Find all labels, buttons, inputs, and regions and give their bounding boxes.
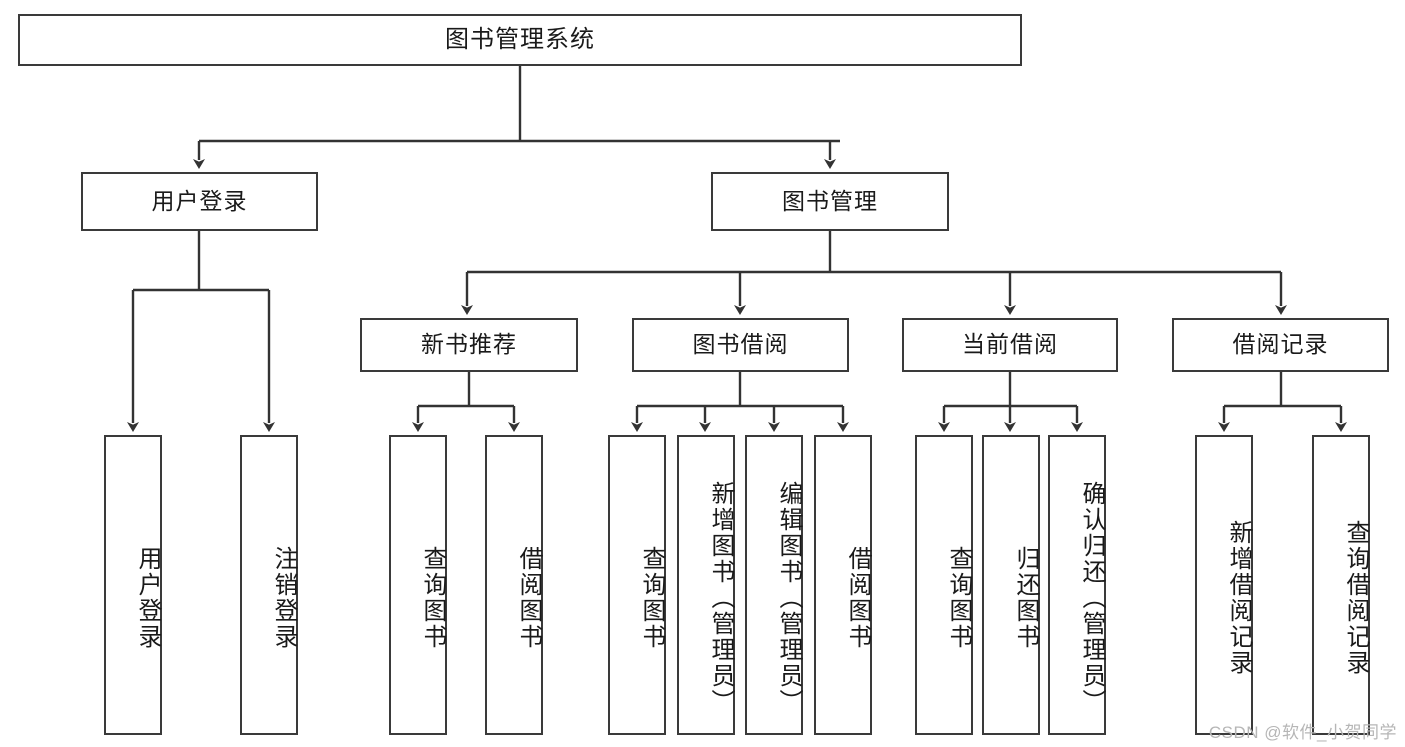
leaf-borrow-books-new[interactable]: 借阅图书 <box>485 435 543 735</box>
leaf-add-borrow-record[interactable]: 新增借阅记录 <box>1195 435 1253 735</box>
node-label: 查询图书 <box>945 546 972 650</box>
node-label: 确认归还（管理员） <box>1078 481 1105 715</box>
node-book-management-system[interactable]: 图书管理系统 <box>18 14 1022 66</box>
leaf-user-login[interactable]: 用户登录 <box>104 435 162 735</box>
node-label: 新书推荐 <box>421 331 517 358</box>
leaf-edit-book-admin[interactable]: 编辑图书（管理员） <box>745 435 803 735</box>
node-label: 查询图书 <box>638 546 665 650</box>
leaf-logout[interactable]: 注销登录 <box>240 435 298 735</box>
leaf-return-books[interactable]: 归还图书 <box>982 435 1040 735</box>
node-label: 查询借阅记录 <box>1342 520 1369 676</box>
csdn-watermark: CSDN @软件_小贺同学 <box>1208 723 1397 742</box>
node-label: 新增图书（管理员） <box>707 481 734 715</box>
node-book-borrowing[interactable]: 图书借阅 <box>632 318 849 372</box>
leaf-add-book-admin[interactable]: 新增图书（管理员） <box>677 435 735 735</box>
node-label: 查询图书 <box>419 546 446 650</box>
node-label: 编辑图书（管理员） <box>775 481 802 715</box>
node-label: 当前借阅 <box>962 331 1058 358</box>
node-label: 图书借阅 <box>692 331 789 358</box>
node-label: 借阅图书 <box>844 546 871 650</box>
node-label: 用户登录 <box>134 546 161 650</box>
node-label: 归还图书 <box>1012 546 1039 650</box>
leaf-query-borrow-record[interactable]: 查询借阅记录 <box>1312 435 1370 735</box>
leaf-borrow-books[interactable]: 借阅图书 <box>814 435 872 735</box>
leaf-query-books-current[interactable]: 查询图书 <box>915 435 973 735</box>
node-user-login[interactable]: 用户登录 <box>81 172 318 231</box>
leaf-query-books-borrow[interactable]: 查询图书 <box>608 435 666 735</box>
node-borrow-records[interactable]: 借阅记录 <box>1172 318 1389 372</box>
node-label: 图书管理 <box>782 187 878 214</box>
leaf-query-books-new[interactable]: 查询图书 <box>389 435 447 735</box>
leaf-confirm-return-admin[interactable]: 确认归还（管理员） <box>1048 435 1106 735</box>
node-label: 用户登录 <box>151 187 248 214</box>
node-current-borrowing[interactable]: 当前借阅 <box>902 318 1118 372</box>
node-label: 借阅记录 <box>1232 331 1329 358</box>
node-book-management[interactable]: 图书管理 <box>711 172 949 231</box>
node-new-book-recommendation[interactable]: 新书推荐 <box>360 318 578 372</box>
node-label: 借阅图书 <box>515 546 542 650</box>
node-label: 新增借阅记录 <box>1225 520 1252 676</box>
node-label: 注销登录 <box>270 546 297 650</box>
node-label: 图书管理系统 <box>445 25 595 53</box>
